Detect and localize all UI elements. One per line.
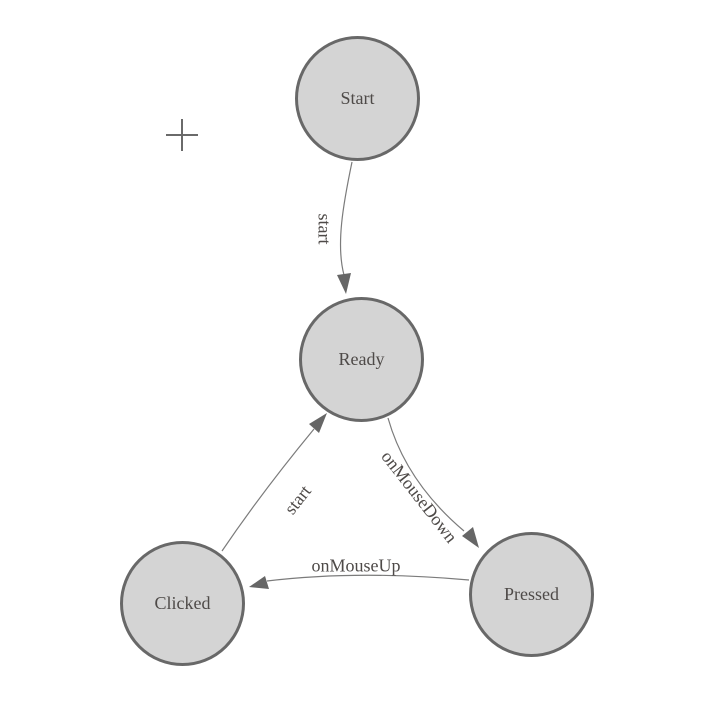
state-node-label: Clicked [154, 593, 211, 613]
state-node-label: Ready [338, 349, 385, 369]
edge-clicked-to-ready[interactable] [221, 428, 315, 552]
edge-label-start-to-ready[interactable]: start [314, 213, 335, 245]
state-node-label: Pressed [504, 584, 559, 604]
state-node-start[interactable]: Start [295, 36, 420, 161]
edge-label-pressed-to-clicked[interactable]: onMouseUp [311, 555, 401, 576]
edge-pressed-to-clicked[interactable] [266, 574, 470, 582]
arrowhead-clicked-to-ready [309, 413, 327, 433]
edge-ready-to-pressed[interactable] [387, 417, 465, 532]
arrowhead-ready-to-pressed [462, 527, 479, 548]
state-node-ready[interactable]: Ready [299, 297, 424, 422]
arrowhead-start-to-ready [337, 273, 351, 294]
edge-start-to-ready[interactable] [339, 161, 353, 276]
arrowhead-pressed-to-clicked [249, 576, 269, 589]
state-node-pressed[interactable]: Pressed [469, 532, 594, 657]
crosshair-plus-icon [166, 119, 198, 151]
state-node-clicked[interactable]: Clicked [120, 541, 245, 666]
state-node-label: Start [340, 88, 375, 108]
